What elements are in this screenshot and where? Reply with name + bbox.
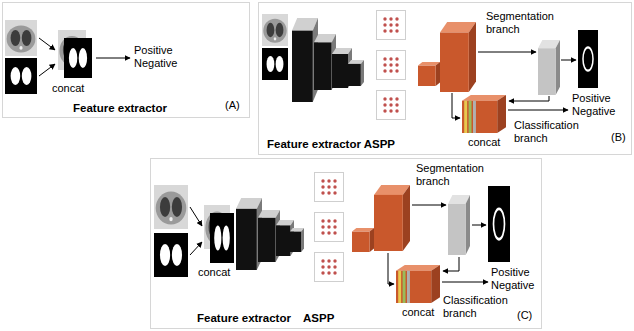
panel-tag: (B) bbox=[611, 131, 626, 144]
arrow bbox=[39, 38, 55, 50]
mask-image bbox=[210, 213, 234, 263]
mask-image bbox=[64, 38, 92, 78]
arrow bbox=[509, 96, 549, 101]
output-mask bbox=[578, 30, 598, 88]
segmentation-map bbox=[448, 195, 470, 255]
concat-block bbox=[462, 95, 506, 133]
arrow bbox=[39, 64, 55, 76]
arrow bbox=[472, 225, 486, 226]
branch-label: Classification branch bbox=[514, 119, 586, 144]
panel-tag: (C) bbox=[517, 309, 532, 322]
segmentation-map bbox=[538, 40, 560, 95]
arrow bbox=[478, 52, 536, 53]
ct-image bbox=[5, 20, 37, 56]
arrow bbox=[412, 205, 446, 206]
aspp-box bbox=[315, 253, 344, 282]
decoder-block bbox=[440, 22, 476, 92]
arrow bbox=[508, 110, 568, 111]
concat-label: concat bbox=[198, 266, 230, 279]
aspp-box bbox=[377, 91, 406, 120]
decoder-block bbox=[374, 185, 410, 251]
branch-label: Segmentation branch bbox=[416, 162, 488, 187]
encoder-block bbox=[290, 228, 304, 252]
aspp-box bbox=[315, 173, 344, 202]
arrow bbox=[96, 58, 130, 59]
decoder-block bbox=[352, 228, 374, 252]
aspp-box bbox=[315, 213, 344, 242]
branch-label: Segmentation branch bbox=[486, 10, 558, 35]
branch-label: Classification branch bbox=[443, 294, 513, 319]
arrow bbox=[443, 257, 459, 271]
concat-label: concat bbox=[402, 306, 434, 319]
arrow bbox=[442, 282, 488, 283]
concat-label: concat bbox=[468, 136, 500, 149]
mask-image bbox=[5, 58, 37, 94]
arrow bbox=[190, 207, 202, 226]
ct-image bbox=[262, 14, 288, 46]
aspp-box bbox=[377, 51, 406, 80]
decoder-block bbox=[418, 62, 440, 86]
panel-tag: (A) bbox=[225, 99, 240, 112]
output-label: Positive Negative bbox=[572, 92, 622, 117]
output-mask bbox=[488, 186, 510, 262]
panel-title: Feature extractor bbox=[73, 102, 167, 115]
panel-frame: Feature extractor (A) bbox=[2, 2, 250, 118]
mask-image bbox=[262, 48, 288, 80]
panel-title: ASPP bbox=[303, 312, 334, 325]
concat-label: concat bbox=[52, 82, 84, 95]
ct-image bbox=[154, 185, 188, 229]
arrow bbox=[388, 253, 394, 284]
concat-block bbox=[396, 265, 440, 303]
aspp-box bbox=[377, 11, 406, 40]
encoder-block bbox=[348, 60, 364, 86]
output-label: Positive Negative bbox=[491, 266, 541, 291]
panel-frame: Feature extractor ASPP (B) bbox=[258, 2, 632, 155]
arrow bbox=[452, 93, 460, 118]
mask-image bbox=[154, 233, 188, 277]
arrow bbox=[190, 242, 202, 255]
output-label: Positive Negative bbox=[134, 44, 184, 69]
panel-title: Feature extractor bbox=[197, 312, 291, 325]
arrow bbox=[561, 60, 576, 61]
panel-title: Feature extractor ASPP bbox=[267, 138, 395, 151]
